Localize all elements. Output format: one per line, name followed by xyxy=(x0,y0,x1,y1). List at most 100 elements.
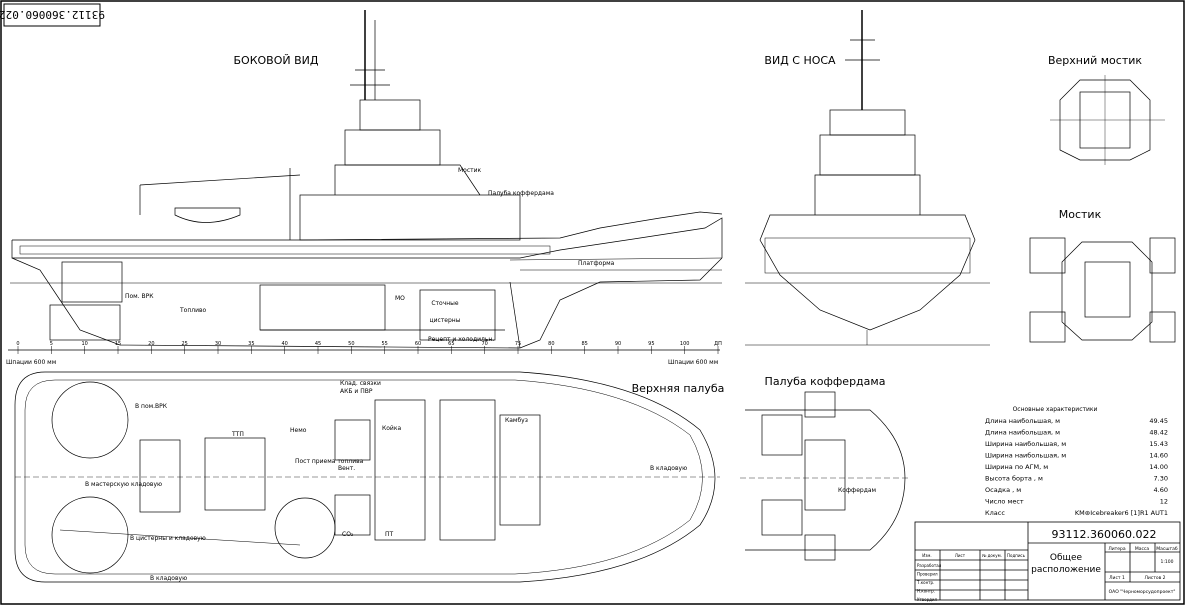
title-masshtab: Масштаб xyxy=(1156,546,1178,552)
label-mostik: Мостик xyxy=(458,167,482,174)
characteristic-label: Число мест xyxy=(985,498,1024,506)
title-massa: Масса xyxy=(1135,546,1150,552)
label-kambuz: Камбуз xyxy=(505,417,528,424)
frame-number: 15 xyxy=(115,341,121,347)
label-toplivo: Топливо xyxy=(179,307,207,314)
upper-deck-title: Верхняя палуба xyxy=(632,382,725,395)
title-block-col: Лист xyxy=(955,553,966,558)
label-tsisterny: цистерны xyxy=(430,317,461,324)
title-block-role: Проверил xyxy=(917,572,938,577)
label-post: Пост приема топлива xyxy=(295,458,364,465)
frame-number: 90 xyxy=(615,341,621,347)
bridge-plan xyxy=(1029,237,1176,343)
label-masterskaya: В мастерскую кладовую xyxy=(85,481,162,488)
cofferdam-deck-title: Палуба коффердама xyxy=(765,375,886,388)
bow-view-title: ВИД С НОСА xyxy=(764,54,836,67)
scale-right: Шпации 600 мм xyxy=(668,359,718,366)
frame-number: 80 xyxy=(548,341,554,347)
label-klad-svyazi: Клад. связки xyxy=(340,380,381,387)
label-kofferdam: Коффердам xyxy=(838,487,876,494)
mirrored-drawing-number: 93112.360060.022 xyxy=(0,8,105,21)
characteristic-value: 48.42 xyxy=(1149,429,1168,437)
title-block-role: Н.контр. xyxy=(917,589,935,594)
label-pt: ПТ xyxy=(385,531,394,538)
frame-number: 75 xyxy=(515,341,521,347)
side-view-frame-ticks xyxy=(17,346,719,354)
characteristic-value: KM⊛Icebreaker6 [1]R1 AUT1 xyxy=(1075,509,1168,517)
label-co2: CO₂ xyxy=(342,531,354,538)
title-listov: Листов 2 xyxy=(1144,575,1165,581)
label-stochnye: Сточные xyxy=(431,300,459,307)
mirrored-number-stamp: 93112.360060.022 xyxy=(0,3,105,27)
label-v-kladovuyu-2: В кладовую xyxy=(150,575,187,582)
title-block xyxy=(914,521,1181,601)
title-org: ОАО "Черноморсудопроект" xyxy=(1109,589,1176,595)
frame-number: 25 xyxy=(181,341,187,347)
cofferdam-deck-plan xyxy=(740,391,910,561)
frame-number: 40 xyxy=(281,341,287,347)
characteristic-label: Длина наибольшая, м xyxy=(985,417,1060,425)
bridge-title: Мостик xyxy=(1059,208,1102,221)
label-mo: МО xyxy=(395,295,405,302)
frame-number: 10 xyxy=(81,341,87,347)
label-v-pomvrk: В пом.ВРК xyxy=(135,403,168,410)
label-v-kladovuyu: В кладовую xyxy=(650,465,687,472)
title-block-col: Изм. xyxy=(922,553,931,558)
frame-number: ДП xyxy=(714,341,722,347)
title-block-role: Утвердил xyxy=(917,597,937,602)
frame-number: 55 xyxy=(381,341,387,347)
label-platforma: Платформа xyxy=(578,260,615,267)
characteristic-value: 14.00 xyxy=(1149,463,1168,471)
frame-number: 85 xyxy=(581,341,587,347)
characteristic-label: Длина наибольшая, м xyxy=(985,429,1060,437)
characteristic-value: 14.60 xyxy=(1149,452,1168,460)
upper-bridge-plan xyxy=(1050,75,1165,165)
frame-number: 95 xyxy=(648,341,654,347)
bow-view xyxy=(745,10,990,346)
characteristic-label: Ширина наибольшая, м xyxy=(985,440,1066,448)
scale-left: Шпации 600 мм xyxy=(6,359,56,366)
frame-number: 100 xyxy=(680,341,690,347)
label-akb: АКБ и ПВР xyxy=(340,388,373,395)
title-block-number: 93112.360060.022 xyxy=(1052,528,1157,541)
characteristic-value: 7.30 xyxy=(1154,475,1168,483)
label-ttp: ТТП xyxy=(231,431,244,438)
characteristics-title: Основные характеристики xyxy=(1013,406,1098,413)
characteristic-value: 4.60 xyxy=(1154,486,1168,494)
label-nemo: Немо xyxy=(290,427,307,434)
characteristics-table: Основные характеристики Длина наибольшая… xyxy=(985,406,1168,517)
title-name-2: расположение xyxy=(1031,565,1101,575)
frame-number: 65 xyxy=(448,341,454,347)
frame-number: 30 xyxy=(215,341,221,347)
frame-number: 45 xyxy=(315,341,321,347)
frame-number: 20 xyxy=(148,341,154,347)
frame-number: 70 xyxy=(481,341,487,347)
label-vent: Вент. xyxy=(338,465,355,472)
characteristic-label: Ширина по АГМ, м xyxy=(985,463,1048,471)
frame-number: 50 xyxy=(348,341,354,347)
title-list: Лист 1 xyxy=(1109,575,1125,581)
characteristic-label: Класс xyxy=(985,509,1005,517)
title-scale: 1:100 xyxy=(1161,559,1174,565)
label-pom-vrk: Пом. ВРК xyxy=(125,293,154,300)
upper-bridge-title: Верхний мостик xyxy=(1048,54,1142,67)
characteristic-label: Ширина наибольшая, м xyxy=(985,452,1066,460)
frame-number: 5 xyxy=(50,341,53,347)
label-paluba-koff: Палуба коффердама xyxy=(488,190,554,197)
label-prokhod: Рецепт и холодильн. xyxy=(428,336,494,343)
title-name-1: Общее xyxy=(1050,553,1083,563)
characteristic-label: Осадка , м xyxy=(985,486,1021,494)
title-litera: Литера xyxy=(1108,546,1126,552)
frame-number: 35 xyxy=(248,341,254,347)
title-block-role: Т.контр. xyxy=(916,580,934,585)
title-block-col: Подпись xyxy=(1007,553,1026,558)
label-koyka: Койка xyxy=(382,425,401,432)
title-block-col: № докум. xyxy=(982,553,1002,558)
title-block-role: Разработал xyxy=(917,563,942,568)
frame-number: 60 xyxy=(415,341,421,347)
characteristic-value: 15.43 xyxy=(1149,440,1168,448)
